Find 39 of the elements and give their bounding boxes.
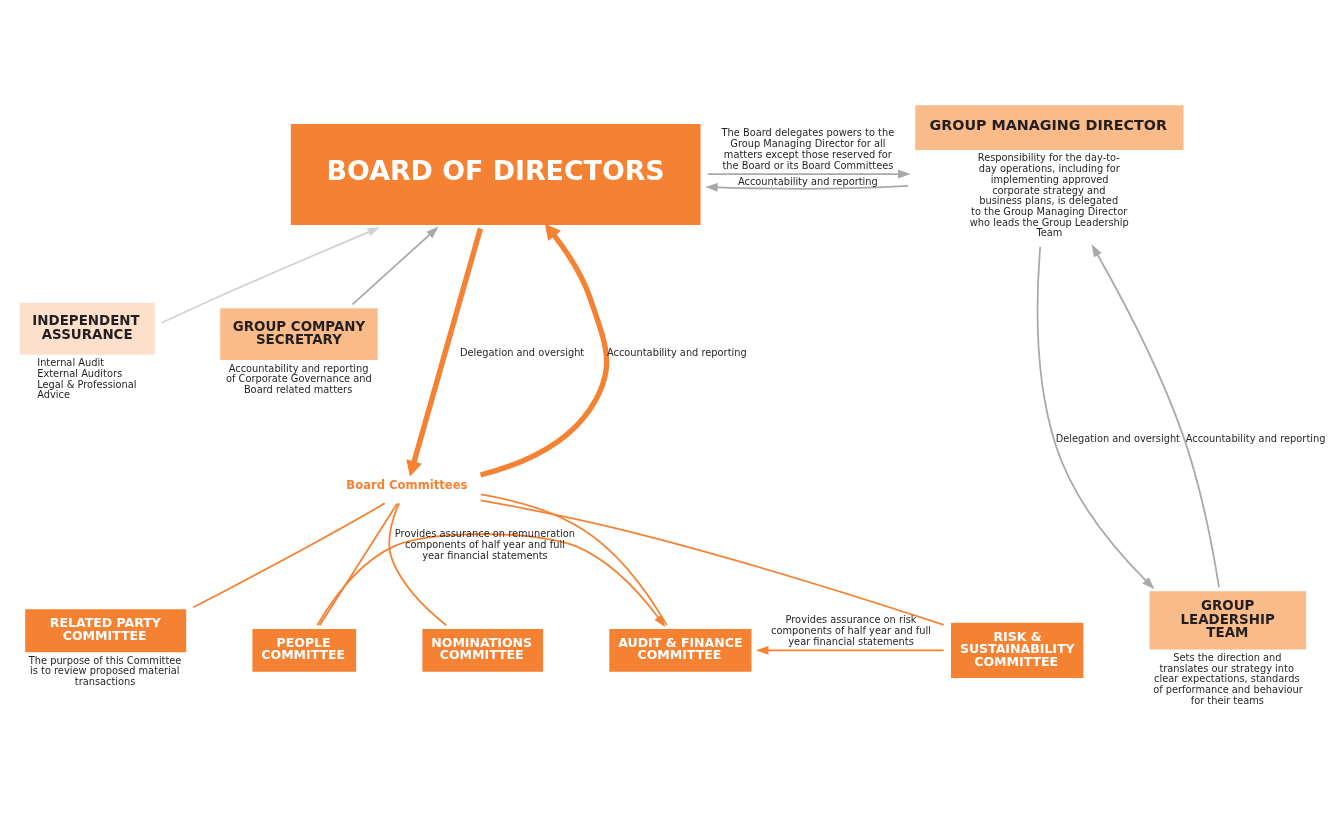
node-box: GROUP MANAGING DIRECTOR: [915, 104, 1184, 150]
arrow: [160, 226, 380, 324]
edge-label: The Board delegates powers to the Group Managing Director for all matters except those reserved for the Board or its Board Committees: [721, 126, 895, 170]
edge-label: Delegation and oversight: [459, 346, 585, 358]
edge-label: Accountability and reporting: [737, 175, 878, 187]
node-label: The purpose of this Committee is to review proposed material transactions: [28, 654, 182, 687]
node-box: GROUP LEADERSHIP TEAM: [1149, 590, 1307, 649]
arrow: [479, 223, 610, 478]
arrow: [406, 227, 484, 477]
node-box: RELATED PARTY COMMITTEE: [25, 608, 187, 652]
node-box: PEOPLE COMMITTEE: [252, 628, 357, 672]
connector: [479, 493, 668, 626]
connector: [388, 502, 448, 626]
arrow: [1091, 243, 1220, 588]
node-label: Sets the direction and translates our strategy into clear expectations, standards of performance and behaviour for their teams: [1153, 651, 1303, 706]
node-label: Accountability and reporting of Corporate Governance and Board related matters: [225, 362, 372, 395]
arrow: [1036, 245, 1155, 589]
arrow: [706, 169, 911, 178]
edge-label: Provides assurance on risk components of half year and full year financial statements: [771, 613, 931, 647]
arrow: [755, 645, 945, 655]
node-box: AUDIT & FINANCE COMMITTEE: [609, 628, 752, 672]
node-box: RISK & SUSTAINABILITY COMMITTEE: [951, 622, 1084, 678]
edge-label: Accountability and reporting: [1185, 432, 1326, 444]
node-box: NOMINATIONS COMMITTEE: [422, 628, 544, 672]
node-text: Board Committees: [346, 477, 468, 492]
arrow: [316, 532, 666, 627]
node-box: INDEPENDENT ASSURANCE: [19, 302, 155, 355]
node-label: Internal Audit: [37, 356, 105, 368]
connector: [318, 502, 399, 626]
node-box: GROUP COMPANY SECRETARY: [220, 307, 378, 360]
edge-label: Delegation and oversight: [1055, 432, 1180, 444]
arrow: [705, 182, 909, 192]
node-label: Legal & Professional Advice: [37, 378, 137, 400]
connector: [192, 501, 386, 608]
node-label: External Auditors: [37, 367, 123, 379]
node-label: Responsibility for the day-to-day operations, including for implementing approved corporate strategy and business plans, is delegated to the Group Managing Director who leads the Group Leadership Team: [969, 151, 1129, 238]
arrow: [351, 226, 439, 305]
node-box: BOARD OF DIRECTORS: [290, 123, 701, 225]
connector: [479, 498, 945, 626]
